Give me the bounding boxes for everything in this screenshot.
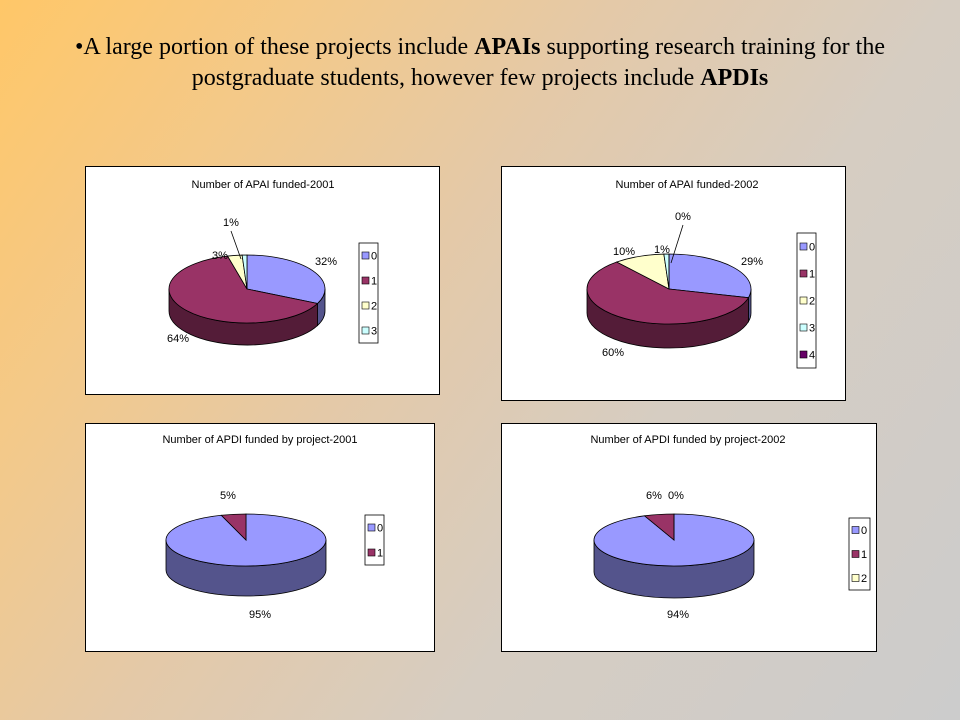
legend-label-2: 2 bbox=[809, 296, 815, 308]
chart-apdi-2002: Number of APDI funded by project-2002 94%… bbox=[590, 434, 871, 621]
legend-swatch-1 bbox=[367, 548, 376, 557]
legend-label-2: 2 bbox=[861, 573, 867, 585]
legend-box bbox=[848, 517, 871, 591]
chart-apai-2001: Number of APAI funded-2001 32% 64% 3% 1% 0 1 2 3 bbox=[167, 179, 379, 346]
pie-label-4: 0% bbox=[675, 211, 691, 223]
pie-label-0: 94% bbox=[667, 609, 689, 621]
slide-headline: •A large portion of these projects inclu… bbox=[60, 32, 900, 94]
chart-panel-apdi-2002: Number of APDI funded by project-2002 94%… bbox=[501, 423, 877, 652]
pie-slice-1 bbox=[168, 255, 319, 324]
legend-label-1: 1 bbox=[377, 548, 383, 560]
legend-label-0: 0 bbox=[861, 525, 867, 537]
legend-label-3: 3 bbox=[371, 326, 377, 338]
legend-swatch-3 bbox=[361, 326, 370, 335]
leader-line-3 bbox=[230, 230, 242, 260]
headline-bullet: • bbox=[75, 34, 84, 60]
pie-label-2: 10% bbox=[613, 246, 635, 258]
leader-line-4 bbox=[670, 224, 684, 264]
pie-label-1: 64% bbox=[167, 333, 189, 345]
legend-label-0: 0 bbox=[371, 251, 377, 263]
legend-swatch-0 bbox=[361, 251, 370, 260]
chart-panel-apai-2001: Number of APAI funded-2001 32% 64% 3% 1% 0 1 2 3 bbox=[85, 166, 440, 395]
pie-label-3: 1% bbox=[654, 244, 670, 256]
chart-apdi-2001: Number of APDI funded by project-2001 95%… bbox=[162, 434, 385, 621]
legend-swatch-1 bbox=[799, 269, 808, 278]
pie-label-2: 3% bbox=[212, 250, 228, 262]
pie-slice-0 bbox=[668, 253, 752, 299]
legend-label-1: 1 bbox=[371, 276, 377, 288]
pie-label-1: 60% bbox=[602, 347, 624, 359]
pie-slice-1 bbox=[220, 513, 247, 541]
pie-label-1: 5% bbox=[220, 490, 236, 502]
legend-label-1: 1 bbox=[861, 549, 867, 561]
legend-swatch-0 bbox=[799, 242, 808, 251]
legend-label-2: 2 bbox=[371, 301, 377, 313]
chart-panel-apai-2002: Number of APAI funded-2002 29% 60% 10% 1% 0% 0… bbox=[501, 166, 846, 401]
chart-apai-2002: Number of APAI funded-2002 29% 60% 10% 1% 0% 0… bbox=[586, 179, 817, 369]
pie-label-3: 1% bbox=[223, 217, 239, 229]
legend-swatch-0 bbox=[367, 523, 376, 532]
chart-title: Number of APAI funded-2001 bbox=[192, 179, 335, 191]
legend-swatch-4 bbox=[799, 350, 808, 359]
headline-bold-apais: APAIs bbox=[474, 34, 541, 60]
legend-label-0: 0 bbox=[809, 242, 815, 254]
chart-title: Number of APAI funded-2002 bbox=[616, 179, 759, 191]
legend-swatch-2 bbox=[361, 301, 370, 310]
legend-box bbox=[358, 242, 379, 344]
legend-swatch-1 bbox=[851, 550, 860, 558]
pie-slice-0 bbox=[246, 254, 326, 304]
legend-label-3: 3 bbox=[809, 323, 815, 335]
legend-swatch-3 bbox=[799, 323, 808, 332]
legend-swatch-2 bbox=[799, 296, 808, 305]
chart-title: Number of APDI funded by project-2002 bbox=[590, 434, 785, 446]
legend-swatch-1 bbox=[361, 276, 370, 285]
chart-panel-apdi-2001: Number of APDI funded by project-2001 95%… bbox=[85, 423, 435, 652]
pie-label-0: 29% bbox=[741, 256, 763, 268]
headline-text-1: A large portion of these projects includ… bbox=[83, 34, 475, 60]
legend-label-4: 4 bbox=[809, 350, 815, 362]
legend-label-1: 1 bbox=[809, 269, 815, 281]
headline-text-2: supporting research training for the pos… bbox=[191, 34, 885, 91]
pie-label-0: 32% bbox=[315, 256, 337, 268]
legend-swatch-0 bbox=[851, 526, 860, 534]
legend-swatch-2 bbox=[851, 574, 860, 582]
pie-slice-1 bbox=[586, 261, 750, 325]
headline-bold-apdis: APDIs bbox=[700, 65, 769, 91]
pie-slice-3 bbox=[241, 254, 248, 290]
pie-label-0: 95% bbox=[249, 609, 271, 621]
pie-label-1: 6% bbox=[646, 490, 662, 502]
chart-title: Number of APDI funded by project-2001 bbox=[162, 434, 357, 446]
pie-label-2: 0% bbox=[668, 490, 684, 502]
legend-label-0: 0 bbox=[377, 523, 383, 535]
